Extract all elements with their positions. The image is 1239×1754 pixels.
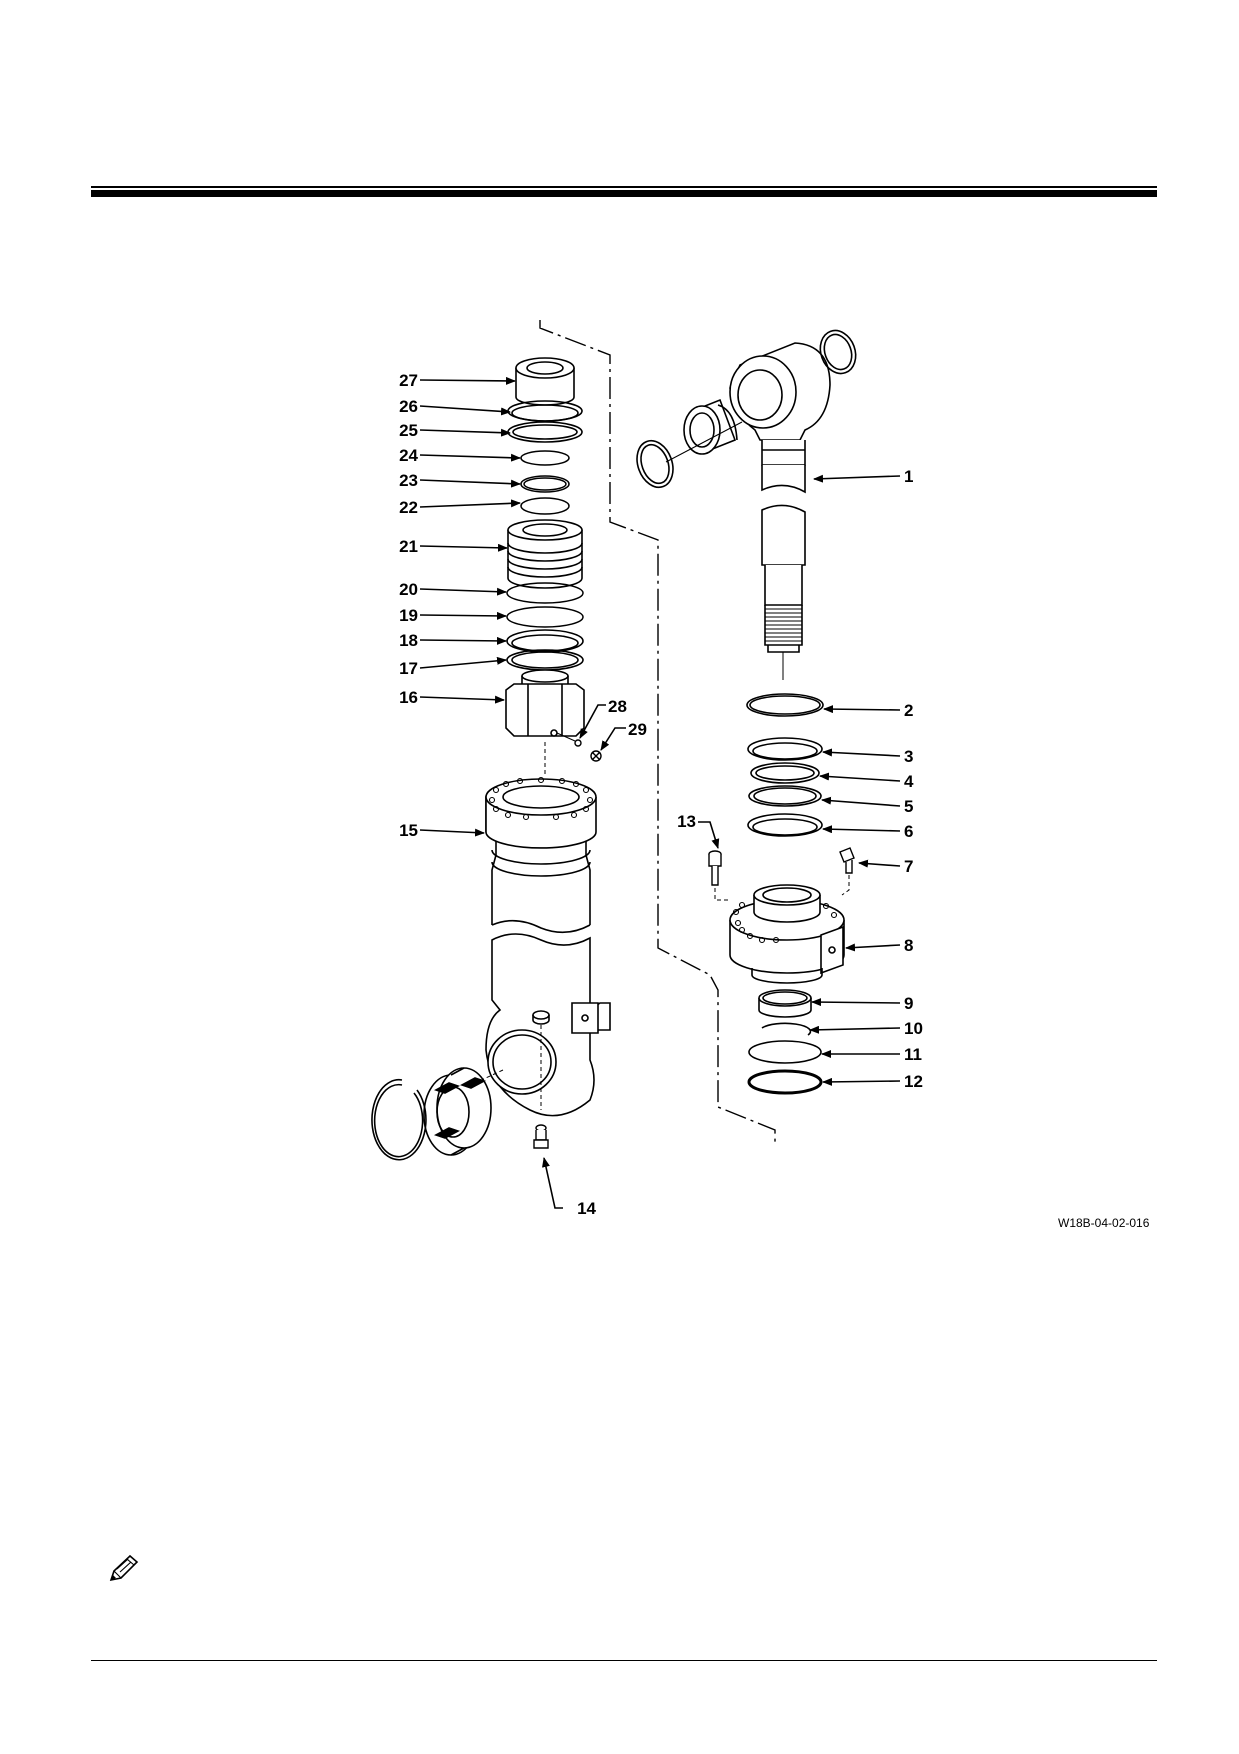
callout-18: 18: [399, 631, 418, 650]
part-4-ring: [750, 762, 820, 784]
callout-14: 14: [577, 1199, 596, 1218]
callout-10: 10: [904, 1019, 923, 1038]
callout-28: 28: [608, 697, 627, 716]
part-10-snap-ring: [761, 1022, 812, 1036]
callout-2: 2: [904, 701, 913, 720]
part-9-bushing: [758, 989, 812, 1018]
callout-3: 3: [904, 747, 913, 766]
part-2-ring: [746, 693, 824, 717]
callout-19: 19: [399, 606, 418, 625]
callout-11: 11: [904, 1045, 922, 1064]
part-19-ring: [506, 606, 584, 628]
callout-20: 20: [399, 580, 418, 599]
eye-bushing-left: [423, 1067, 492, 1156]
footer-rule: [91, 1660, 1157, 1661]
header-rule-thin: [91, 186, 1157, 188]
part-20-ring: [506, 582, 584, 604]
callout-24: 24: [399, 446, 418, 465]
leader-lines: [419, 376, 901, 1209]
rod-eye-seal-right: [819, 329, 857, 375]
callout-9: 9: [904, 994, 913, 1013]
callout-16: 16: [399, 688, 418, 707]
rod-eye-bushing: [683, 398, 738, 455]
part-12-oring: [747, 1069, 823, 1095]
callout-12: 12: [904, 1072, 923, 1091]
callout-21: 21: [399, 537, 418, 556]
callout-26: 26: [399, 397, 418, 416]
callout-22: 22: [399, 498, 418, 517]
part-11-ring: [748, 1040, 822, 1064]
callout-labels: 27 26 25 24 23 22 21 20 19 18 17 16 15 1…: [399, 371, 696, 1218]
callout-1: 1: [904, 467, 913, 486]
callout-5: 5: [904, 797, 913, 816]
part-29-set-screw: [590, 750, 602, 762]
part-7-fitting: [839, 847, 855, 874]
part-15-cylinder-tube: [485, 776, 597, 934]
callout-7: 7: [904, 857, 913, 876]
callout-29: 29: [628, 720, 647, 739]
part-24-ring: [520, 450, 570, 466]
part-15-tube-eye-end: [485, 933, 611, 1117]
callout-6: 6: [904, 822, 913, 841]
part-23-oring: [520, 475, 570, 493]
part-22-ring: [520, 497, 570, 515]
separator-line: [539, 320, 776, 1143]
callout-labels-right: 28 29 1 2 3 4 5 6 7 8 9 10 11 12: [608, 467, 923, 1091]
part-3-ring: [747, 737, 823, 761]
callout-4: 4: [904, 772, 914, 791]
part-13-socket-bolt: [708, 850, 722, 886]
part-5-ring: [748, 785, 822, 807]
callout-23: 23: [399, 471, 418, 490]
part-28-ball: [574, 739, 582, 747]
part-14-grease-fitting: [533, 1124, 549, 1149]
part-8-cylinder-head: [729, 884, 845, 984]
part-6-ring: [747, 813, 823, 837]
header-rule-thick: [91, 190, 1157, 197]
part-21-piston: [507, 519, 583, 589]
part-27-piston-nut: [515, 357, 575, 406]
part-17-ring: [506, 649, 584, 671]
callout-8: 8: [904, 936, 913, 955]
retaining-ring-left: [371, 1078, 427, 1161]
callout-25: 25: [399, 421, 418, 440]
callout-17: 17: [399, 659, 418, 678]
part-1-piston-rod: [729, 342, 831, 653]
part-16-cushion-nut: [505, 669, 585, 742]
rod-eye-seal-left: [636, 439, 674, 489]
part-18-ring: [506, 629, 584, 653]
callout-13: 13: [677, 812, 696, 831]
figure-code: W18B-04-02-016: [1058, 1216, 1150, 1230]
callout-15: 15: [399, 821, 418, 840]
pencil-note-icon: [109, 1554, 139, 1582]
callout-27: 27: [399, 371, 418, 390]
part-25-ring: [507, 421, 583, 443]
